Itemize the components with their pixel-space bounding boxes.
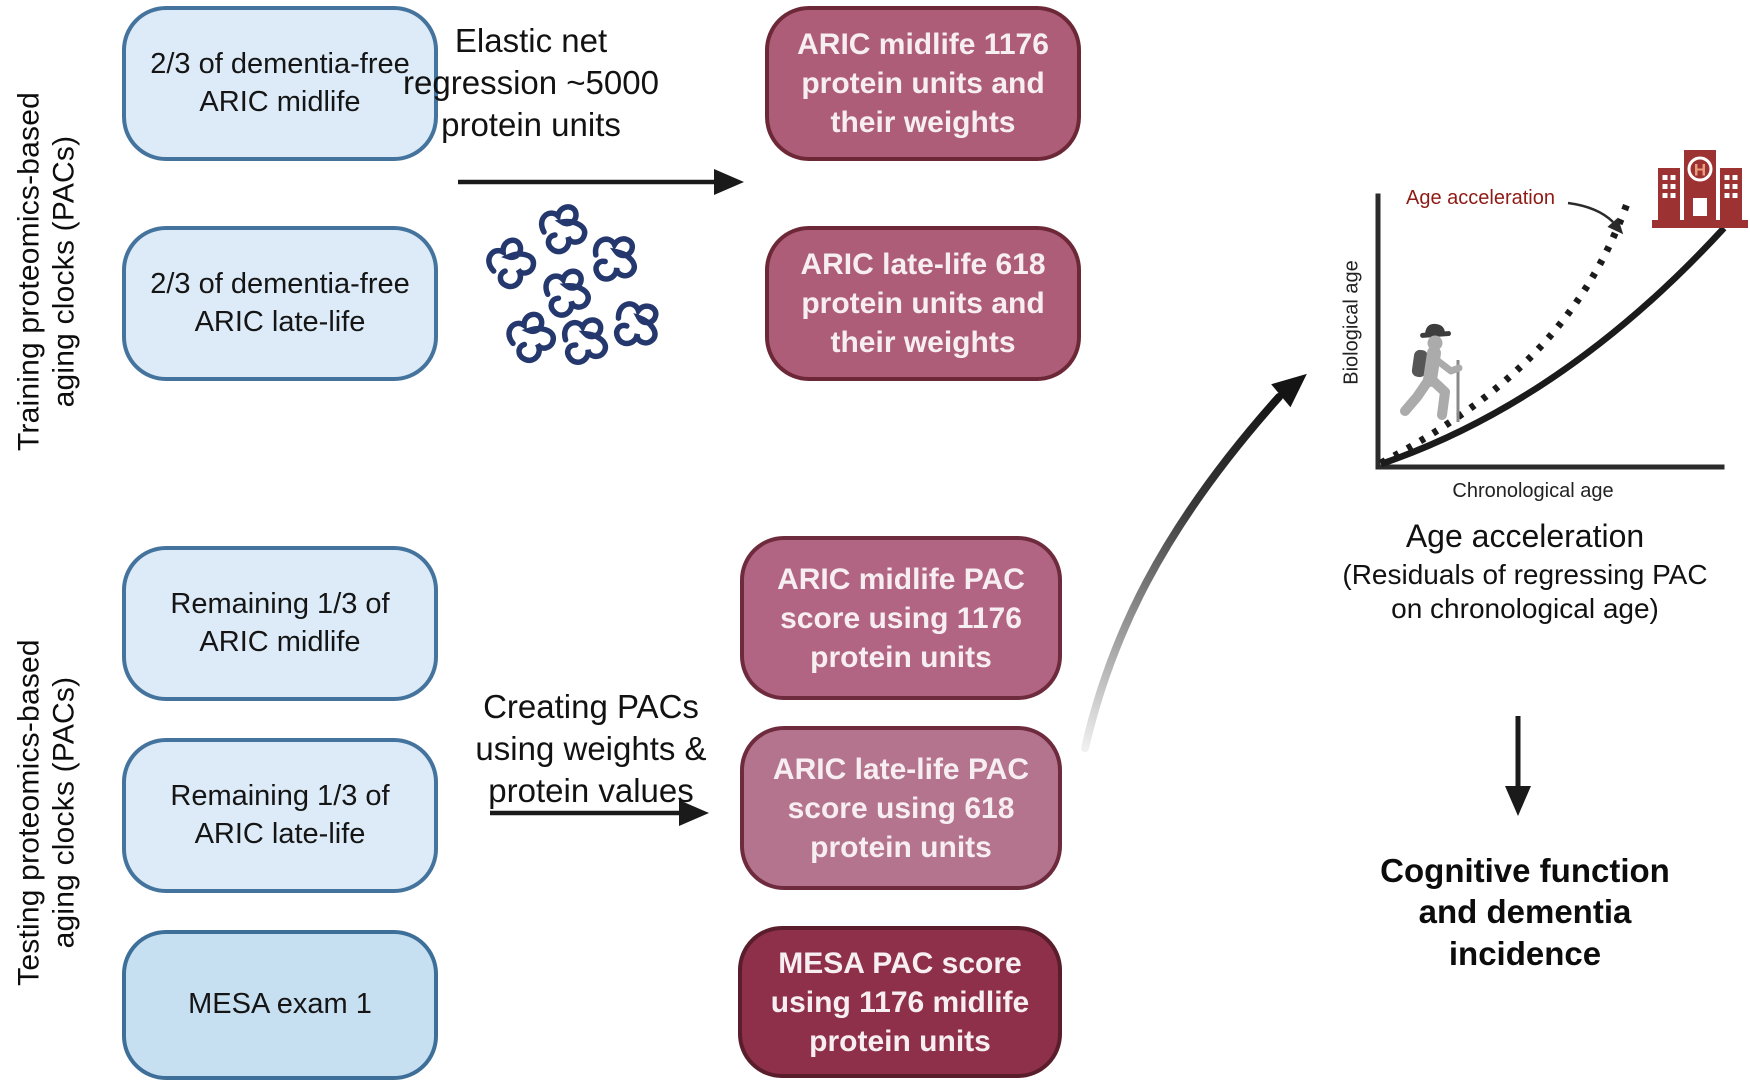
output-box-latelife-weights: ARIC late-life 618 protein units and the… — [765, 226, 1081, 381]
creating-pacs-process-label: Creating PACs using weights & protein va… — [475, 688, 707, 810]
input-box-remaining-midlife: Remaining 1/3 of ARIC midlife — [122, 546, 438, 701]
chart-x-axis-label: Chronological age — [1452, 480, 1614, 502]
hospital-icon: H — [1652, 150, 1748, 228]
hospital-h-letter: H — [1694, 161, 1706, 180]
chart-axes — [1375, 193, 1725, 470]
elastic-net-process-label: Elastic net regression ~5000 protein uni… — [403, 22, 659, 144]
output-box-latelife-pac-score: ARIC late-life PAC score using 618 prote… — [740, 726, 1062, 890]
output-box-mesa-pac-score: MESA PAC score using 1176 midlife protei… — [738, 926, 1062, 1078]
protein-squiggle-cluster-icon — [478, 198, 698, 393]
cognitive-outcome-label: Cognitive function and dementia incidenc… — [1380, 852, 1670, 972]
outcome-down-arrow-icon — [1505, 716, 1531, 816]
testing-section-label: Testing proteomics-based aging clocks (P… — [12, 639, 80, 986]
solid-aging-curve — [1379, 225, 1727, 468]
biological-age-chart — [1375, 193, 1727, 470]
output-box-midlife-pac-score: ARIC midlife PAC score using 1176 protei… — [740, 536, 1062, 700]
training-section-label: Training proteomics-based aging clocks (… — [12, 91, 80, 452]
input-box-mesa-exam1: MESA exam 1 — [122, 930, 438, 1080]
age-acceleration-title: Age acceleration — [1405, 518, 1645, 554]
input-box-remaining-latelife: Remaining 1/3 of ARIC late-life — [122, 738, 438, 893]
output-box-midlife-weights: ARIC midlife 1176 protein units and thei… — [765, 6, 1081, 161]
elastic-net-arrow-icon — [458, 169, 744, 195]
input-box-aric-latelife-train: 2/3 of dementia-free ARIC late-life — [122, 226, 438, 381]
pac-to-chart-curved-arrow-icon — [1081, 373, 1307, 752]
dotted-accelerated-curve — [1379, 196, 1633, 467]
creating-pacs-arrow-icon — [490, 800, 709, 826]
age-acceleration-annotation: Age acceleration — [1406, 187, 1555, 209]
chart-y-axis-label: Biological age — [1340, 260, 1363, 385]
annotation-pointer-arrow-icon — [1567, 201, 1624, 235]
input-box-aric-midlife-train: 2/3 of dementia-free ARIC midlife — [122, 6, 438, 161]
hiker-icon — [1400, 323, 1463, 422]
age-acceleration-subtitle: (Residuals of regressing PAC on chronolo… — [1342, 559, 1708, 625]
